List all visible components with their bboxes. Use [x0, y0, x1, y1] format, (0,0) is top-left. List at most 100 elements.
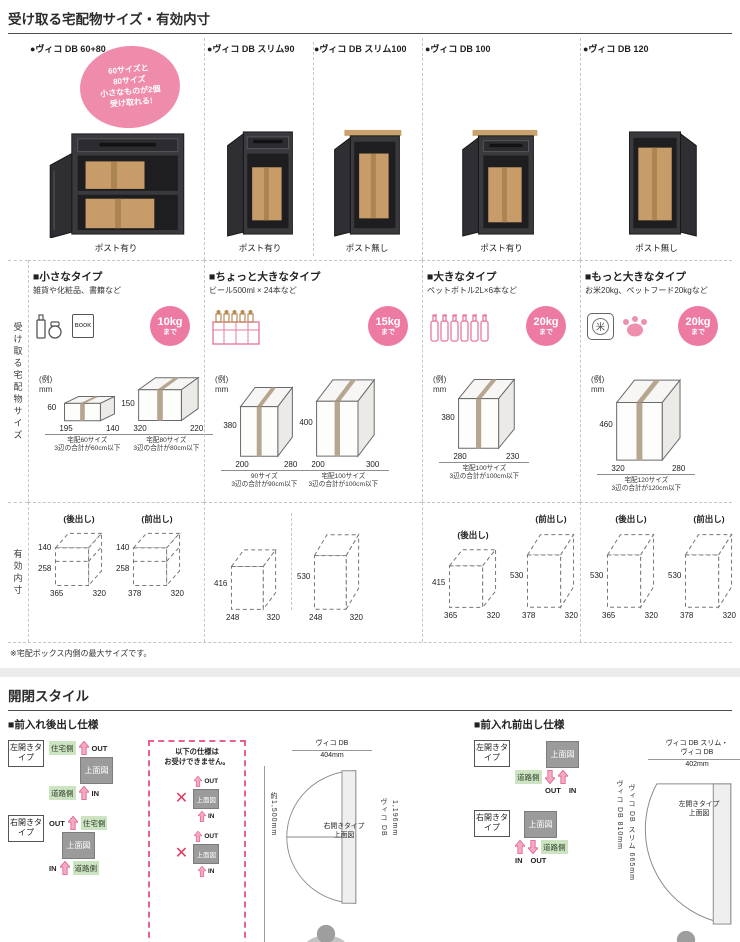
product-name: ●ヴィコ DB 100: [425, 44, 491, 54]
arrow-down-icon: [528, 840, 538, 854]
inner-head: (後出し): [615, 514, 647, 524]
weight-value: 15kg: [375, 315, 401, 328]
total-depth-label: 約1,500mm: [270, 792, 277, 837]
type-title: ■ちょっと大きなタイプ: [209, 271, 321, 283]
height-dim: 530: [510, 570, 524, 580]
person-top-view: [298, 923, 354, 942]
product-image-db120: [628, 131, 697, 237]
book-icon: BOOK: [72, 314, 94, 338]
depth-dim: 378: [680, 611, 694, 620]
box-caption: 宅配80サイズ 3辺の合計が80cm以下: [119, 433, 214, 454]
inner-col-1: (後出し) 140 258 365 320 (前出し) 140 258: [28, 502, 204, 642]
icon-row: 20kg まで: [429, 303, 576, 349]
out-label: OUT: [204, 833, 219, 841]
rear-out-types: 左開きタイプ 住宅側 OUT 上面図 道路側: [8, 740, 138, 942]
rear-out-title: ■前入れ後出し仕様: [8, 719, 99, 731]
type-desc: ペットボトル2L×6本など: [427, 286, 518, 295]
size-box-figure: 380 200 280 90サイズ 3辺の合計が90cm以下: [221, 383, 308, 488]
post-caption: ポスト無し: [635, 243, 678, 253]
type-label: 右開きタイプ: [8, 815, 44, 842]
paw-icon: [623, 316, 647, 337]
depth-dim: 378: [128, 589, 142, 598]
type-title: ■小さなタイプ: [33, 271, 103, 283]
depth-dim: 200: [311, 460, 325, 469]
width-dim: 230: [505, 452, 520, 461]
type-desc: 雑貨や化粧品、書籍など: [33, 286, 121, 295]
gutter-inner-text: 有効内寸: [12, 548, 23, 597]
road-side-tag: 道路側: [72, 861, 99, 875]
product-image-db100: [461, 129, 537, 237]
weight-badge: 15kg まで: [368, 306, 408, 346]
inner-figure: (後出し) 530 365 320: [590, 513, 658, 620]
inner-figure: (前出し) 140 258 378 320: [116, 513, 184, 598]
icon-row: BOOK 10kg まで: [35, 303, 200, 349]
not-accepted-title: 以下の仕様は お受けできません。: [164, 747, 230, 767]
door-swing-shape: [286, 770, 357, 904]
swing-inner-label: 右開きタイプ 上面図: [323, 823, 365, 840]
product-sub-slim90: ●ヴィコ DB スリム90 ポスト有り: [207, 42, 313, 256]
height-dim: 530: [590, 570, 604, 580]
weight-value: 10kg: [157, 315, 183, 328]
product-depth-label: ヴィコ DB: [380, 798, 387, 837]
type-label: 左開きタイプ: [8, 740, 44, 767]
product-name: ●ヴィコ DB 120: [583, 44, 649, 54]
product-name: ●ヴィコ DB 60+80: [30, 44, 106, 54]
dimension-line: [264, 766, 265, 942]
icon-row: 米 20kg まで: [587, 303, 728, 349]
width-dim: 140: [105, 424, 120, 433]
road-side-tag: 道路側: [515, 770, 542, 784]
weight-value: 20kg: [533, 315, 559, 328]
feature-bubble: 60サイズと 80サイズ 小さなものが2個 受け取れる!: [76, 41, 184, 133]
product-column-slim: ●ヴィコ DB スリム90 ポスト有り ●ヴィコ DB スリム100: [204, 38, 422, 260]
height-dim-upper: 140: [38, 543, 52, 553]
width-dim: 280: [671, 464, 686, 473]
height-dim: 400: [299, 417, 313, 427]
type-desc: お米20kg、ペットフード20kgなど: [585, 286, 708, 295]
gutter-size-text: 受け取る宅配物サイズ: [12, 321, 23, 442]
width-dim: 320: [170, 589, 184, 598]
type-label: 右開きタイプ: [474, 810, 510, 837]
road-side-tag: 道路側: [49, 786, 76, 800]
in-label: IN: [207, 868, 215, 876]
in-label: IN: [568, 786, 577, 795]
section-divider: [0, 668, 740, 677]
weight-value: 20kg: [685, 315, 711, 328]
out-label: OUT: [545, 786, 561, 795]
arrow-up-icon: [515, 840, 525, 854]
in-label: IN: [49, 863, 57, 873]
box-caption: 宅配60サイズ 3辺の合計が60cm以下: [45, 433, 130, 454]
width-dimension-label: ヴィコ DB 404mm: [286, 740, 378, 761]
example-label: (例) mm: [433, 375, 447, 394]
db-height-label: ヴィコ DB 810mm: [616, 780, 623, 850]
arrow-up-icon: [558, 770, 568, 784]
top-view-box: 上面図: [546, 741, 579, 768]
width-dimension-label: ヴィコ DB スリム・ ヴィコ DB 402mm: [642, 740, 740, 769]
size-figures: (例) mm 380 200 280 90サイズ 3辺の合計が90cm以下 40…: [215, 375, 418, 488]
arrow-up-icon: [198, 866, 206, 877]
book-label: BOOK: [74, 323, 92, 329]
height-dim: 380: [441, 413, 455, 423]
x-mark-icon: ✕: [174, 845, 189, 863]
house-side-tag: 住宅側: [80, 816, 108, 830]
size-figures: (例) mm 60 195 140 宅配60サイズ 3辺の合計が60cm以下 1…: [39, 375, 214, 452]
box-caption: 90サイズ 3辺の合計が90cm以下: [221, 469, 308, 490]
width-dim: 220: [189, 424, 204, 433]
height-dim: 416: [214, 579, 228, 589]
size-box-figure: 380 280 230 宅配100サイズ 3辺の合計が100cm以下: [439, 375, 530, 480]
type-title: ■もっと大きなタイプ: [585, 271, 686, 283]
inner-figure: (後出し) 140 258 365 320: [38, 513, 106, 598]
type-title: ■大きなタイプ: [427, 271, 497, 283]
width-dim: 300: [365, 460, 380, 469]
product-name: ●ヴィコ DB スリム90: [207, 44, 295, 54]
product-image-db60-80: [49, 133, 185, 238]
height-dim: 415: [432, 578, 446, 588]
arrow-up-icon: [79, 741, 89, 755]
swing-inner-label: 左開きタイプ 上面図: [678, 801, 720, 818]
weight-suffix: まで: [381, 328, 395, 336]
cosmetics-icon: [36, 314, 62, 339]
inner-col-4: (後出し) 530 365 320 (前出し) 530 378 320: [580, 502, 736, 642]
product-column-db60-80: ●ヴィコ DB 60+80 60サイズと 80サイズ 小さなものが2個 受け取れ…: [28, 38, 204, 260]
arrow-down-icon: [545, 770, 555, 784]
height-dim: 380: [223, 421, 237, 431]
inner-head: (後出し): [457, 530, 489, 540]
